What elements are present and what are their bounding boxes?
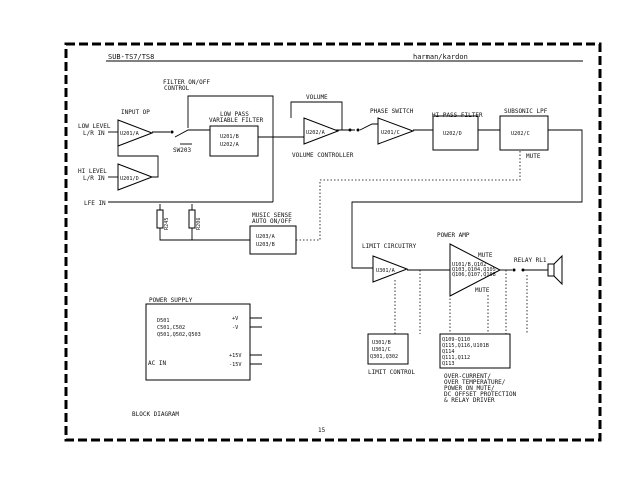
power-amp-parts-3: Q106,Q107,Q108 bbox=[452, 272, 496, 278]
low-pass-label-2: VARIABLE FILTER bbox=[209, 117, 264, 124]
music-sense-ic-1: U203/A bbox=[256, 234, 276, 240]
relay-label: RELAY RL1 bbox=[514, 257, 547, 264]
u201d-opamp bbox=[117, 163, 154, 191]
r245-wire bbox=[159, 204, 250, 241]
relay-contact-a bbox=[512, 268, 516, 272]
limit-control-label: LIMIT CONTROL bbox=[368, 369, 415, 376]
sw203-contact bbox=[170, 130, 174, 134]
u202d-label: U202/D bbox=[443, 131, 462, 137]
lfe-label: LFE IN bbox=[84, 200, 106, 207]
u201c-label: U201/C bbox=[381, 130, 400, 136]
protection-label-1: OVER-CURRENT/ bbox=[444, 373, 491, 380]
protection-label-5: & RELAY DRIVER bbox=[444, 397, 495, 404]
music-sense-ic-2: U203/B bbox=[256, 242, 275, 248]
filter-control-wire bbox=[174, 129, 210, 138]
u201d-out-wire bbox=[117, 132, 159, 178]
power-amp-label: POWER AMP bbox=[437, 232, 470, 239]
filter-onoff-label-2: CONTROL bbox=[164, 85, 190, 92]
mute-amp-top-label: MUTE bbox=[478, 252, 493, 259]
power-amp-parts-2: Q103,Q104,Q105 bbox=[452, 267, 496, 273]
u202a-opamp bbox=[303, 117, 340, 145]
low-pass-label-1: LOW PASS bbox=[220, 111, 249, 118]
filter-bypass-wire bbox=[187, 95, 274, 202]
psu-parts-2: C501,C502 bbox=[157, 325, 185, 331]
protect-parts-3: Q114 bbox=[442, 349, 455, 355]
protect-parts-1: Q109-Q110 bbox=[442, 337, 470, 343]
filter-onoff-label-1: FILTER ON/OFF bbox=[163, 79, 210, 86]
u301a-label: U301/A bbox=[376, 268, 396, 274]
protect-parts-4: Q111,Q112 bbox=[442, 355, 470, 361]
hi-level-label-2: L/R IN bbox=[83, 175, 105, 182]
mute-top-label: MUTE bbox=[526, 153, 541, 160]
limit-ic-3: Q301,Q302 bbox=[370, 354, 398, 360]
speaker-icon bbox=[547, 254, 563, 286]
lp-filter-ic-2: U202/A bbox=[220, 142, 240, 148]
sw203-label: SW203 bbox=[173, 147, 191, 154]
power-supply-box bbox=[145, 303, 251, 381]
hi-level-label-1: HI LEVEL bbox=[78, 168, 107, 175]
power-amp-parts-1: U101/B,Q102 bbox=[452, 262, 486, 268]
mute-ctrl-dotted bbox=[296, 151, 521, 241]
relay-contact-b bbox=[521, 268, 525, 272]
subsonic-out-wire bbox=[351, 129, 583, 269]
u201c-opamp bbox=[377, 117, 415, 145]
limit-control-box bbox=[367, 333, 409, 365]
limit-ic-1: U301/B bbox=[372, 340, 391, 346]
rail-minus-15v: -15V bbox=[229, 362, 242, 368]
low-level-label-2: L/R IN bbox=[83, 130, 105, 137]
protection-label-4: DC OFFSET PROTECTION bbox=[444, 391, 517, 398]
music-sense-label-2: AUTO ON/OFF bbox=[252, 218, 292, 225]
low-level-label-1: LOW LEVEL bbox=[78, 123, 111, 130]
r206-label: R206 bbox=[196, 218, 202, 231]
protect-parts-2: Q115,Q116,U101B bbox=[442, 343, 489, 349]
psu-parts-1: D501 bbox=[157, 318, 170, 324]
r206-resistor bbox=[188, 209, 196, 229]
hpf-box bbox=[432, 115, 479, 151]
u201d-label: U201/D bbox=[120, 176, 139, 182]
phase-contact-b bbox=[348, 128, 352, 132]
volume-controller-label: VOLUME CONTROLLER bbox=[292, 152, 354, 159]
mute-amp-bottom-label: MUTE bbox=[475, 287, 490, 294]
brand-name: harman/kardon bbox=[413, 53, 468, 61]
power-supply-label: POWER SUPPLY bbox=[149, 297, 193, 304]
r245-resistor bbox=[156, 209, 164, 229]
protection-box bbox=[439, 333, 511, 369]
limit-ic-2: U301/C bbox=[372, 347, 391, 353]
u201a-opamp bbox=[117, 119, 154, 147]
phase-switch-wire bbox=[359, 123, 378, 131]
protection-label-3: POWER ON MUTE/ bbox=[444, 385, 495, 392]
power-amp-triangle bbox=[449, 243, 502, 297]
u202c-label: U202/C bbox=[511, 131, 530, 137]
hpf-label: HI PASS FILTER bbox=[432, 112, 483, 119]
model-title: SUB-TS7/TS8 bbox=[108, 53, 154, 61]
u202a-label: U202/A bbox=[306, 130, 326, 136]
protection-label-2: OVER TEMPERATURE/ bbox=[444, 379, 506, 386]
page-number: 15 bbox=[318, 427, 326, 434]
rail-lines bbox=[250, 317, 262, 365]
rail-plus-v: +V bbox=[232, 316, 238, 322]
page-border bbox=[64, 42, 602, 442]
lp-filter-box bbox=[209, 125, 259, 157]
phase-contact-a bbox=[356, 128, 360, 132]
r245-label: R245 bbox=[164, 218, 170, 231]
input-op-label: INPUT OP bbox=[121, 109, 150, 116]
volume-label: VOLUME bbox=[306, 94, 328, 101]
ac-in-label: AC IN bbox=[148, 360, 166, 367]
protect-parts-5: Q113 bbox=[442, 361, 455, 367]
u301a-opamp bbox=[372, 255, 409, 283]
block-diagram-label: BLOCK DIAGRAM bbox=[132, 411, 179, 418]
music-sense-label-1: MUSIC SENSE bbox=[252, 212, 292, 219]
limit-circuitry-label: LIMIT CIRCUITRY bbox=[362, 243, 417, 250]
rail-plus-15v: +15V bbox=[229, 353, 242, 359]
volume-wire bbox=[290, 101, 343, 130]
rail-minus-v: -V bbox=[232, 325, 238, 331]
subsonic-box bbox=[499, 115, 549, 151]
music-sense-box bbox=[249, 225, 297, 255]
u201a-label: U201/A bbox=[120, 131, 140, 137]
phase-switch-label: PHASE SWITCH bbox=[370, 108, 414, 115]
psu-parts-3: Q501,Q502,Q503 bbox=[157, 332, 201, 338]
lp-filter-ic-1: U201/B bbox=[220, 134, 239, 140]
subsonic-label: SUBSONIC LPF bbox=[504, 108, 548, 115]
